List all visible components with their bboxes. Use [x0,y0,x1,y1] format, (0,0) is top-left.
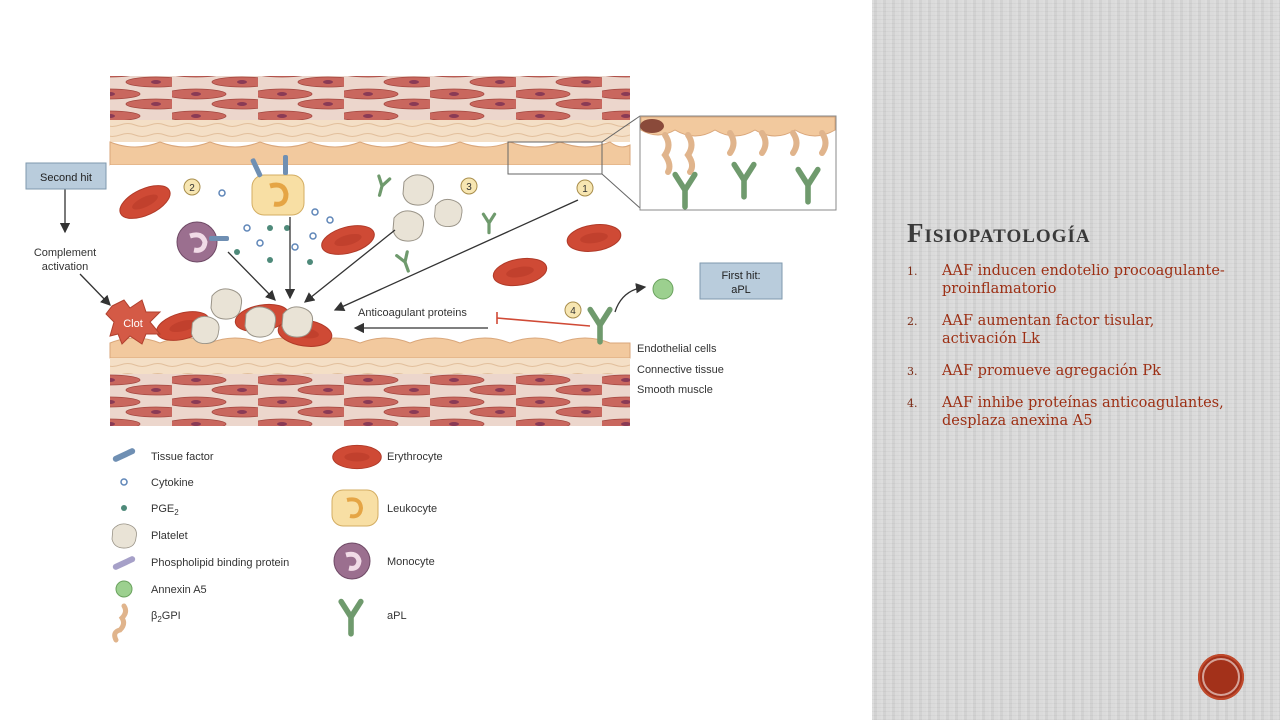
second-hit-box: Second hit [25,162,107,190]
pathophysiology-diagram: Second hit Complement activation Clot Fi… [25,76,837,643]
svg-text:Endothelial cells: Endothelial cells [637,343,717,355]
svg-text:3: 3 [466,182,472,193]
svg-text:Platelet: Platelet [151,530,188,542]
svg-text:Second hit: Second hit [40,172,92,184]
inhibition-line [496,312,591,327]
first-hit-box: First hit: aPL [699,262,783,300]
svg-text:aPL: aPL [731,284,751,296]
svg-text:Connective tissue: Connective tissue [637,364,724,376]
svg-text:1: 1 [582,184,588,195]
svg-text:Smooth muscle: Smooth muscle [637,384,713,396]
step-markers: 2 3 1 4 [183,177,594,319]
legend-right: Erythrocyte Leukocyte Monocyte aPL [331,444,443,634]
clot-shape: Clot [105,299,162,345]
zoom-region [507,141,603,175]
key-point: 3.AAF promueve agregación Pk [907,363,1161,379]
key-point: 4.AAF inhibe proteínas anticoagulantes, … [907,395,1224,429]
anticoagulant-label: Anticoagulant proteins [358,307,467,319]
svg-text:Tissue factor: Tissue factor [151,451,214,463]
monocyte [176,221,229,263]
inset-endothelium [640,116,836,137]
endothelium-top [109,141,631,166]
connective-tissue-bottom [110,358,630,374]
svg-text:aPL: aPL [387,610,407,622]
key-points-list: 1.AAF inducen endotelio procoagulante-pr… [907,262,1227,444]
diagram-arrows [59,189,579,334]
key-point: 1.AAF inducen endotelio procoagulante-pr… [907,263,1225,297]
annexin-free [652,278,674,300]
svg-text:Clot: Clot [123,318,143,330]
smooth-muscle-top [110,76,630,120]
svg-text:Cytokine: Cytokine [151,477,194,489]
inset-b2gpi [661,130,829,175]
svg-text:PGE2: PGE2 [151,503,179,517]
smooth-muscle-bottom [110,374,630,426]
complement-label-1: Complement [34,247,96,259]
svg-text:Annexin A5: Annexin A5 [151,584,207,596]
next-slide-button[interactable] [1198,654,1244,700]
svg-text:Monocyte: Monocyte [387,556,435,568]
svg-text:Leukocyte: Leukocyte [387,503,437,515]
svg-text:Erythrocyte: Erythrocyte [387,451,443,463]
leukocyte [250,155,305,216]
connective-tissue-top [110,120,630,142]
svg-text:β2GPI: β2GPI [151,610,181,624]
layer-labels: Endothelial cells Connective tissue Smoo… [637,343,724,396]
endothelium-bottom [109,337,631,359]
svg-text:4: 4 [570,306,576,317]
cytokine-dots [218,189,334,251]
svg-text:Phospholipid binding protein: Phospholipid binding protein [151,557,289,569]
complement-label-2: activation [42,261,88,273]
legend-left: Tissue factor Cytokine PGE2 Platelet Pho… [111,448,289,643]
pge2-dots [234,225,313,265]
slide-right-panel [872,0,1280,720]
svg-text:First hit:: First hit: [721,270,760,282]
svg-text:2: 2 [189,183,195,194]
slide-title: Fisiopatología [907,218,1091,248]
key-point: 2.AAF aumentan factor tisular, activació… [907,313,1155,347]
